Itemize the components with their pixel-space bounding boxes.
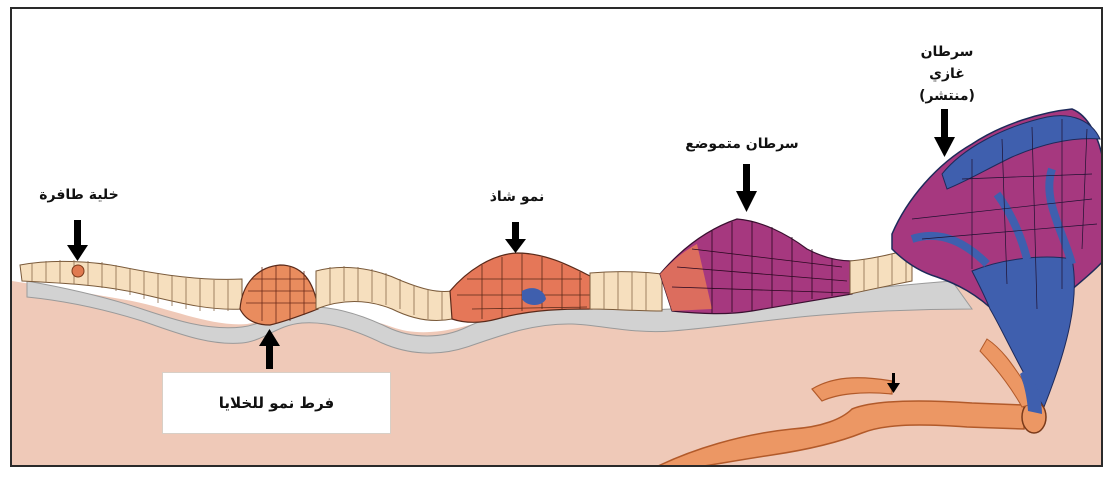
- hyperplasia-label-box: فرط نمو للخلايا: [162, 372, 391, 434]
- arrow-transformed-cell-icon: [67, 220, 88, 261]
- diagram-frame: خلية طافرة نمو شاذ سرطان متموضع سرطان غا…: [10, 7, 1103, 467]
- label-invasive-line3: (منتشر): [897, 88, 997, 105]
- label-invasive-line2: غازي: [907, 66, 987, 83]
- label-hyperplasia: فرط نمو للخلايا: [163, 373, 390, 433]
- label-invasive-line1: سرطان: [907, 44, 987, 61]
- arrow-dysplasia-icon: [505, 222, 526, 253]
- label-transformed-cell: خلية طافرة: [34, 187, 124, 204]
- label-dysplasia: نمو شاذ: [477, 189, 557, 206]
- arrow-invasive-icon: [934, 109, 955, 157]
- normal-epithelium-3: [590, 272, 662, 311]
- arrow-in-situ-icon: [736, 164, 757, 212]
- transformed-cell: [72, 265, 84, 277]
- label-in-situ: سرطان متموضع: [672, 136, 812, 153]
